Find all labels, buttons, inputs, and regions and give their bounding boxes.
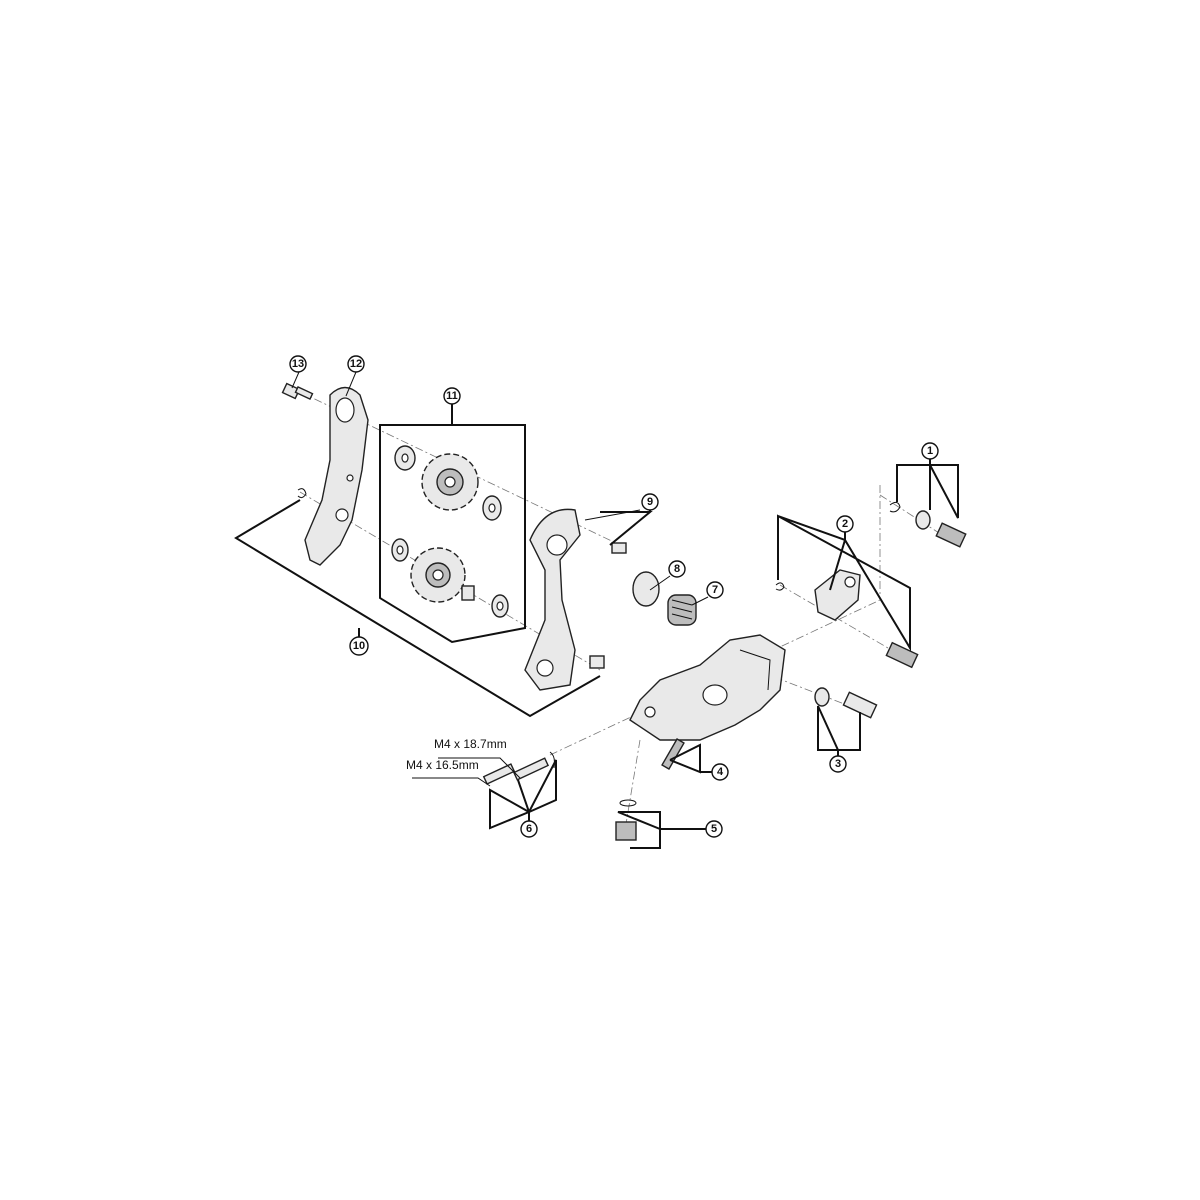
part-7-spring xyxy=(667,594,697,626)
svg-text:12: 12 xyxy=(350,358,362,370)
callout-5: 5 xyxy=(705,820,723,838)
callout-12: 12 xyxy=(347,355,365,373)
part-13-screw xyxy=(281,382,314,401)
leader-lines xyxy=(234,371,959,849)
part-10-clip xyxy=(297,488,307,499)
svg-text:4: 4 xyxy=(717,766,724,778)
part-5-bolt xyxy=(615,799,637,841)
dimension-bolt-long: M4 x 18.7mm xyxy=(434,737,507,751)
callout-11: 11 xyxy=(443,387,461,405)
svg-text:10: 10 xyxy=(353,640,365,652)
dimension-bolt-short: M4 x 16.5mm xyxy=(406,758,479,772)
callout-1: 1 xyxy=(921,442,939,460)
part-11-pulley-set xyxy=(391,445,509,618)
callout-3: 3 xyxy=(829,755,847,773)
callout-6: 6 xyxy=(520,820,538,838)
svg-text:5: 5 xyxy=(711,823,717,835)
svg-text:6: 6 xyxy=(526,823,532,835)
part-3-bolt xyxy=(814,687,878,719)
callout-4: 4 xyxy=(711,763,729,781)
part-6-bolts xyxy=(482,751,555,785)
part-2-link xyxy=(775,569,919,669)
callout-10: 10 xyxy=(349,636,369,656)
svg-text:8: 8 xyxy=(674,563,680,575)
svg-text:11: 11 xyxy=(446,390,458,402)
callout-7: 7 xyxy=(706,581,724,599)
part-12-outer-plate xyxy=(304,386,369,566)
svg-text:1: 1 xyxy=(927,445,933,457)
svg-text:9: 9 xyxy=(647,496,653,508)
part-9-pins xyxy=(589,542,627,669)
svg-text:13: 13 xyxy=(292,358,304,370)
derailleur-body xyxy=(629,634,786,741)
callout-2: 2 xyxy=(836,515,854,533)
part-1-bolt xyxy=(889,501,967,548)
svg-text:3: 3 xyxy=(835,758,841,770)
callout-9: 9 xyxy=(641,493,659,511)
svg-text:2: 2 xyxy=(842,518,848,530)
part-8-ring xyxy=(632,571,660,607)
inner-cage-plate xyxy=(524,508,581,691)
callout-8: 8 xyxy=(668,560,686,578)
svg-text:7: 7 xyxy=(712,584,718,596)
callout-13: 13 xyxy=(289,355,307,373)
